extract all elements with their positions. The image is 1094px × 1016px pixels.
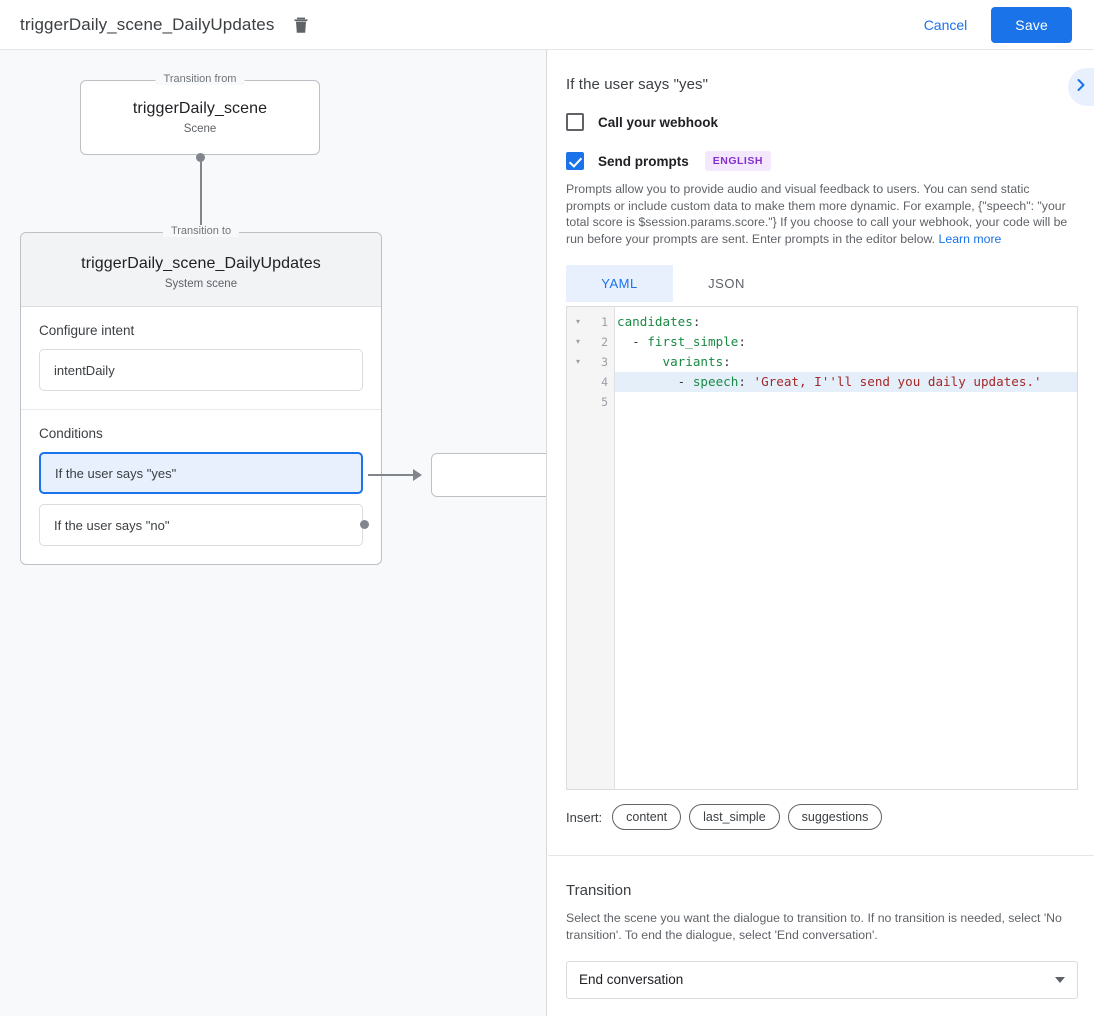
top-app-bar: triggerDaily_scene_DailyUpdates Cancel S… <box>0 0 1094 50</box>
code-token: speech <box>692 374 739 390</box>
editor-code-line[interactable]: - first_simple: <box>615 332 1077 352</box>
send-prompts-checkbox[interactable] <box>566 152 584 170</box>
insert-chip-content[interactable]: content <box>612 804 682 831</box>
send-prompts-label: Send prompts <box>598 153 689 169</box>
code-token: - <box>617 374 693 390</box>
insert-chip-last-simple[interactable]: last_simple <box>689 804 780 831</box>
connector-line <box>200 157 202 249</box>
details-panel-title: If the user says "yes" <box>566 76 709 93</box>
send-prompts-description-text: Prompts allow you to provide audio and v… <box>566 182 1068 246</box>
code-token: : <box>692 314 701 330</box>
editor-fold-column[interactable]: ▾ ▾ ▾ <box>567 307 589 790</box>
code-token: : <box>738 334 746 350</box>
editor-line-number: 1 <box>601 315 608 330</box>
editor-code-line[interactable]: candidates: <box>615 312 1077 332</box>
condition-output-port[interactable] <box>360 520 369 529</box>
transition-to-header: triggerDaily_scene_DailyUpdates System s… <box>21 233 381 307</box>
editor-fold-toggle <box>567 372 589 392</box>
conditions-section: Conditions If the user says "yes" If the… <box>21 410 381 564</box>
save-button[interactable]: Save <box>991 6 1072 43</box>
editor-fold-toggle <box>567 392 589 412</box>
delete-button[interactable] <box>288 12 314 38</box>
editor-code-line[interactable]: - speech: 'Great, I''ll send you daily u… <box>615 372 1077 393</box>
transition-select[interactable]: End conversation <box>566 960 1078 999</box>
condition-link-arrow-icon <box>413 469 422 481</box>
editor-format-tabs[interactable]: YAML JSON <box>566 265 1076 303</box>
call-webhook-label: Call your webhook <box>598 114 719 130</box>
transition-to-subtitle: System scene <box>164 278 238 290</box>
details-panel-header: If the user says "yes" <box>548 50 1094 106</box>
editor-line-number-gutter: 1 2 3 4 5 <box>589 307 615 790</box>
insert-chips-row: Insert: content last_simple suggestions <box>566 804 1076 831</box>
trash-icon <box>293 16 309 34</box>
code-token: : <box>723 354 731 370</box>
intent-value-field[interactable]: intentDaily <box>39 349 363 391</box>
flow-canvas[interactable]: Transition from triggerDaily_scene Scene… <box>0 50 547 1016</box>
transition-from-title: triggerDaily_scene <box>132 100 268 117</box>
editor-fold-toggle[interactable]: ▾ <box>575 357 580 367</box>
code-token: variants <box>662 354 724 370</box>
editor-line-number: 2 <box>601 335 608 350</box>
transition-from-subtitle: Scene <box>183 123 217 135</box>
tab-yaml[interactable]: YAML <box>566 265 673 303</box>
insert-chip-suggestions[interactable]: suggestions <box>787 804 883 831</box>
language-badge: ENGLISH <box>704 151 771 171</box>
transition-target-card[interactable] <box>431 453 546 497</box>
send-prompts-row[interactable]: Send prompts ENGLISH <box>566 151 1076 171</box>
details-panel: If the user says "yes" Call your webhook… <box>548 50 1094 1016</box>
call-webhook-checkbox[interactable] <box>566 113 584 131</box>
transition-section-description: Select the scene you want the dialogue t… <box>566 911 1062 942</box>
editor-fold-toggle[interactable]: ▾ <box>575 337 580 347</box>
transition-to-card[interactable]: Transition to triggerDaily_scene_DailyUp… <box>20 225 382 565</box>
chevron-right-icon <box>1075 78 1087 97</box>
conditions-label: Conditions <box>39 426 103 441</box>
prompt-code-editor[interactable]: ▾ ▾ ▾ 1 2 3 4 5 candidates: - first_simple: va… <box>566 306 1078 791</box>
editor-fold-toggle[interactable]: ▾ <box>575 317 580 327</box>
section-divider <box>548 855 1094 857</box>
configure-intent-label: Configure intent <box>39 323 135 338</box>
insert-label: Insert: <box>566 809 603 825</box>
details-panel-body: Call your webhook Send prompts ENGLISH P… <box>548 113 1094 999</box>
transition-to-legend: Transition to <box>162 225 240 237</box>
editor-code-area[interactable]: candidates: - first_simple: variants: - … <box>615 307 1077 789</box>
chevron-down-icon <box>1055 976 1065 983</box>
condition-item-yes[interactable]: If the user says "yes" <box>39 452 363 494</box>
transition-select-value: End conversation <box>579 972 684 988</box>
editor-code-line[interactable] <box>615 392 1077 412</box>
code-token: first_simple <box>647 334 739 350</box>
condition-item-no[interactable]: If the user says "no" <box>39 504 363 546</box>
send-prompts-description: Prompts allow you to provide audio and v… <box>566 181 1076 247</box>
editor-line-number: 5 <box>601 395 608 410</box>
transition-from-legend: Transition from <box>155 73 245 85</box>
transition-from-card[interactable]: Transition from triggerDaily_scene Scene <box>80 73 320 155</box>
code-token: candidates <box>617 314 693 330</box>
expand-panel-button[interactable] <box>1068 68 1094 106</box>
code-token <box>617 354 663 369</box>
code-token: - <box>617 334 648 350</box>
editor-line-number: 4 <box>601 375 608 390</box>
editor-code-line[interactable]: variants: <box>615 352 1077 372</box>
cancel-button[interactable]: Cancel <box>912 8 980 42</box>
page-title: triggerDaily_scene_DailyUpdates <box>20 14 275 34</box>
code-token: 'Great, I''ll send you daily updates.' <box>753 374 1042 390</box>
tab-json[interactable]: JSON <box>708 276 745 292</box>
webhook-row[interactable]: Call your webhook <box>566 113 1076 131</box>
transition-section-title: Transition <box>566 882 632 900</box>
code-token: : <box>738 374 754 390</box>
transition-to-title: triggerDaily_scene_DailyUpdates <box>81 255 321 272</box>
configure-intent-section: Configure intent intentDaily <box>21 307 381 410</box>
condition-link-line <box>368 474 414 476</box>
editor-line-number: 3 <box>601 355 608 370</box>
learn-more-link[interactable]: Learn more <box>938 231 1002 246</box>
